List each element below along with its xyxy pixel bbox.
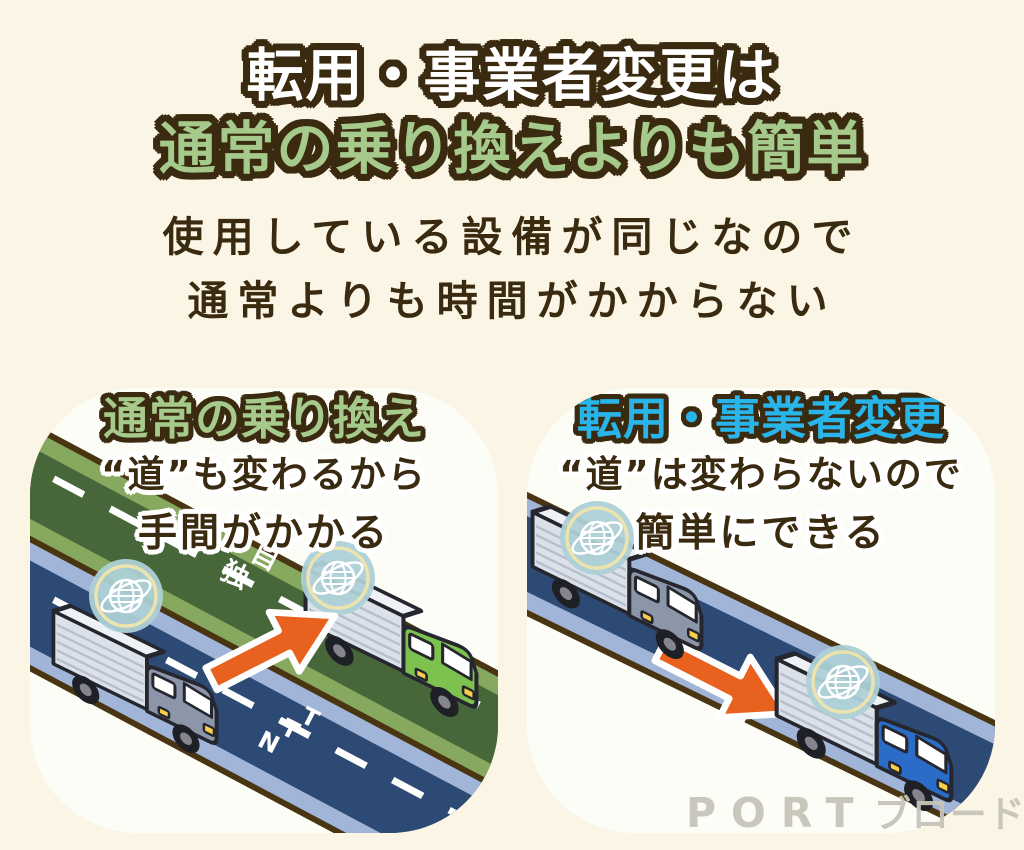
- panel-right-body-1: “道”は変わらないので: [559, 453, 963, 496]
- panel-left-header: 通常の乗り換え: [102, 392, 425, 445]
- port-broadband-logo: PORT ブロードバンド: [686, 784, 1024, 838]
- panel-right-header: 転用・事業者変更: [576, 392, 945, 445]
- gray-truck-icon: [51, 603, 219, 754]
- subtitle-line-1: 使用している設備が同じなので: [162, 213, 862, 261]
- page-title-line-2: 通常の乗り換えよりも簡単: [158, 116, 866, 182]
- transfer-arrow-icon: [651, 634, 791, 721]
- logo-latin-text: PORT: [686, 789, 869, 837]
- panel-left-body-2: 手間がかかる: [137, 511, 390, 556]
- internet-globe-icon: [89, 559, 163, 633]
- internet-globe-icon: [301, 541, 375, 615]
- page-title-line-1: 転用・事業者変更は: [246, 43, 778, 109]
- panel-normal-switching: 独自 NTT: [30, 388, 498, 833]
- panel-left-body-1: “道”も変わるから: [101, 453, 427, 496]
- internet-globe-icon: [560, 501, 634, 575]
- logo-katakana-text: ブロードバンド: [873, 793, 1024, 836]
- panel-operator-change: NTT: [527, 388, 995, 833]
- internet-globe-icon: [806, 645, 880, 719]
- transfer-arrow-icon: [202, 608, 339, 694]
- subtitle-line-2: 通常よりも時間がかからない: [187, 277, 837, 325]
- panel-right-body-2: 簡単にできる: [635, 511, 887, 556]
